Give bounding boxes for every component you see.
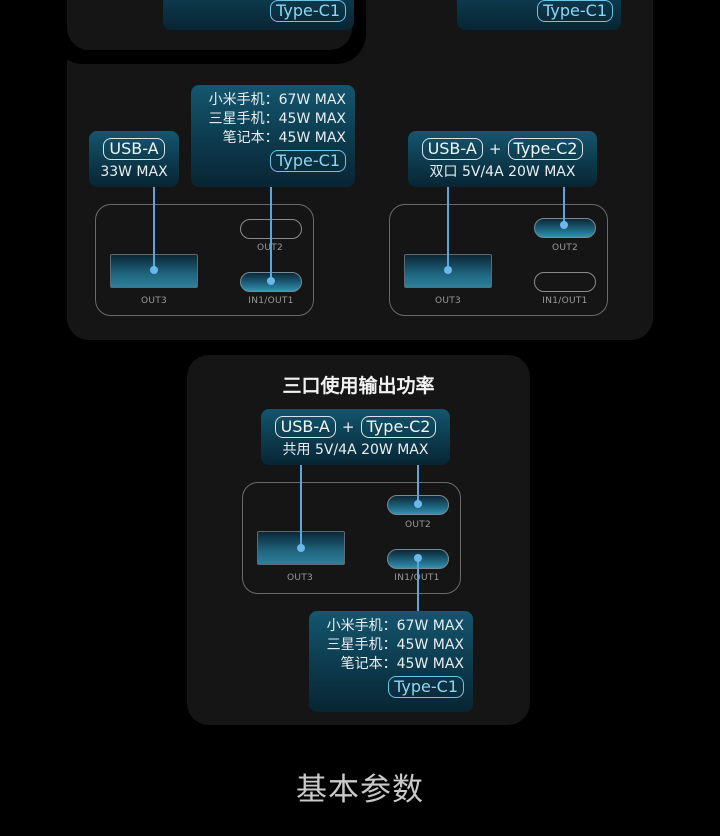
laptop-power-line: 笔记本：45W MAX <box>222 130 346 146</box>
connector-line <box>300 465 302 548</box>
dual-port-power: 双口 5V/4A 20W MAX <box>429 164 576 180</box>
connector-dot <box>444 266 452 274</box>
plus-sign: + <box>488 140 502 158</box>
type-c1-tag: Type-C1 <box>270 150 346 172</box>
port-out2-label: OUT2 <box>230 243 310 253</box>
charger-diagram-right <box>389 204 608 316</box>
type-c1-tag: Type-C1 <box>270 0 346 22</box>
connector-line <box>153 187 155 270</box>
top-right-type-c1-box: Type-C1 <box>457 0 621 30</box>
type-c1-power-box: 小米手机：67W MAX 三星手机：45W MAX 笔记本：45W MAX Ty… <box>309 611 473 712</box>
basic-params-title: 基本参数 <box>296 772 424 808</box>
type-c1-tag: Type-C1 <box>537 0 613 22</box>
port-out3-label: OUT3 <box>140 296 168 306</box>
samsung-power-line: 三星手机：45W MAX <box>326 637 464 653</box>
port-out3-label: OUT3 <box>286 573 314 583</box>
connector-dot <box>267 277 275 285</box>
port-in1-out1-label: IN1/OUT1 <box>542 296 588 306</box>
type-c1-tag: Type-C1 <box>388 676 464 698</box>
connector-line <box>417 465 419 505</box>
port-in1-out1 <box>534 272 596 292</box>
port-out2-label: OUT2 <box>404 520 432 530</box>
three-port-title: 三口使用输出功率 <box>282 375 435 397</box>
connector-dot <box>297 544 305 552</box>
connector-dot <box>414 500 422 508</box>
type-c1-power-box: 小米手机：67W MAX 三星手机：45W MAX 笔记本：45W MAX Ty… <box>191 85 355 187</box>
top-left-type-c1-box: Type-C1 <box>163 0 354 30</box>
connector-dot <box>414 554 422 562</box>
charger-diagram-left <box>95 204 314 316</box>
usb-a-tag: USB-A <box>274 416 336 438</box>
samsung-power-line: 三星手机：45W MAX <box>208 111 346 127</box>
laptop-power-line: 笔记本：45W MAX <box>340 656 464 672</box>
port-in1-out1-label: IN1/OUT1 <box>377 573 457 583</box>
shared-power-box: USB-A + Type-C2 共用 5V/4A 20W MAX <box>261 409 450 465</box>
connector-line <box>270 187 272 281</box>
port-out2-label: OUT2 <box>551 243 579 253</box>
usb-a-tag: USB-A <box>421 138 483 160</box>
shared-power: 共用 5V/4A 20W MAX <box>282 442 429 458</box>
type-c2-tag: Type-C2 <box>507 138 584 160</box>
usb-a-tag: USB-A <box>103 138 165 160</box>
type-c2-tag: Type-C2 <box>360 416 437 438</box>
xiaomi-power-line: 小米手机：67W MAX <box>208 92 346 108</box>
port-out3-label: OUT3 <box>434 296 462 306</box>
usb-a-power-box: USB-A 33W MAX <box>89 131 179 187</box>
dual-port-power-box: USB-A + Type-C2 双口 5V/4A 20W MAX <box>408 131 597 187</box>
port-in1-out1-label: IN1/OUT1 <box>248 296 294 306</box>
connector-line <box>563 187 565 225</box>
plus-sign: + <box>341 418 355 436</box>
connector-dot <box>150 266 158 274</box>
usb-a-power: 33W MAX <box>100 164 168 180</box>
xiaomi-power-line: 小米手机：67W MAX <box>326 618 464 634</box>
connector-line <box>417 558 419 612</box>
charger-diagram-three <box>242 482 461 594</box>
connector-dot <box>560 221 568 229</box>
connector-line <box>447 187 449 270</box>
